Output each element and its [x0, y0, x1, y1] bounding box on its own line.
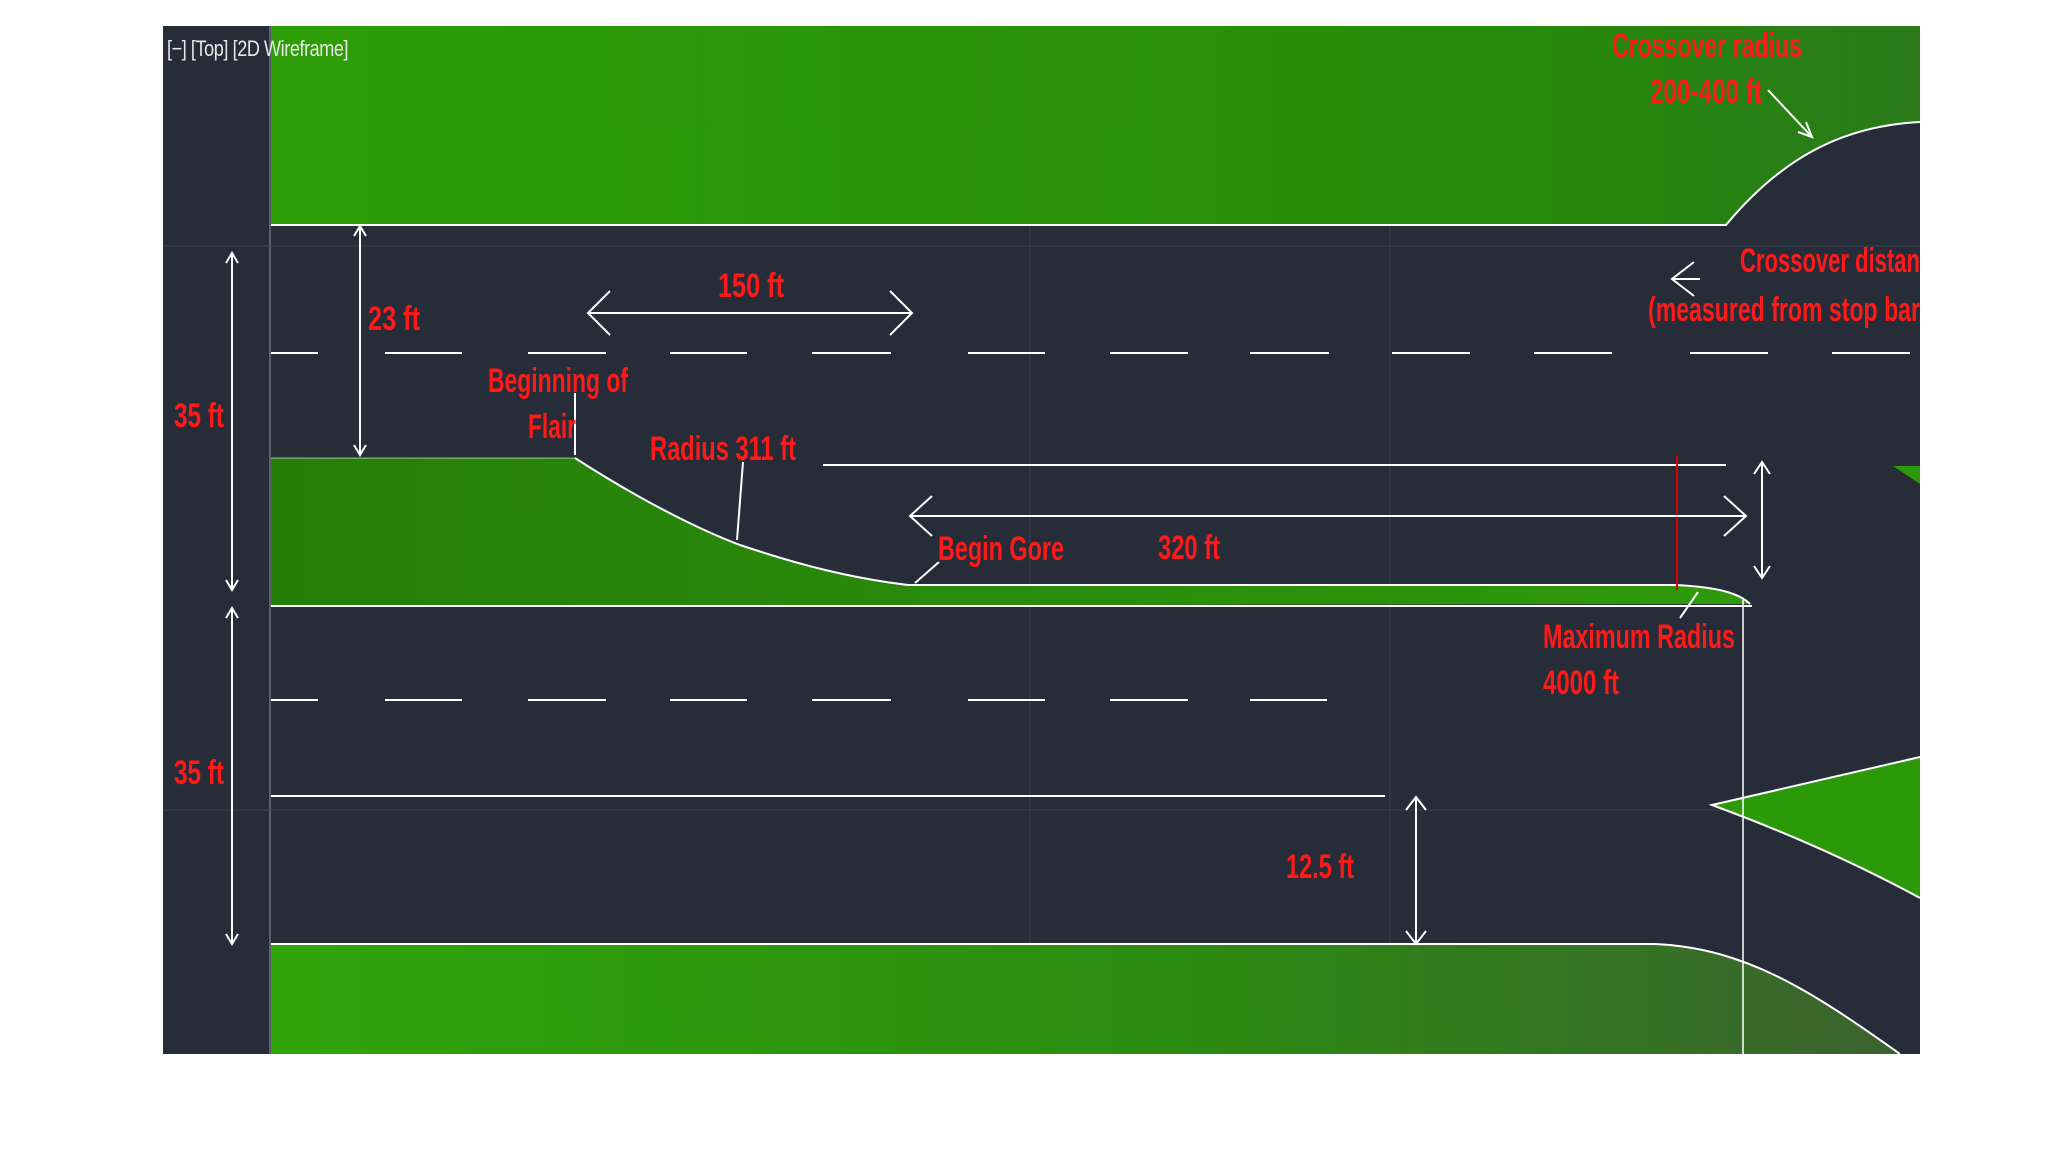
- grass-bottom-edge: [271, 943, 1901, 1055]
- dim-35-bottom-arrow: [225, 606, 239, 946]
- dim-150-arrow: [586, 290, 914, 336]
- dim-stop-vertical-arrow: [1753, 460, 1771, 580]
- label-max-radius-2: 4000 ft: [1543, 664, 1619, 702]
- label-dim-150: 150 ft: [718, 267, 784, 305]
- median-edge: [574, 457, 1751, 605]
- label-crossover-distance-2: (measured from stop bar: [1648, 291, 1920, 329]
- leader-max-radius: [1679, 591, 1699, 619]
- label-crossover-distance-1: Crossover distan: [1740, 242, 1920, 280]
- annotations: Crossover radius 200-400 ft Crossover di…: [174, 27, 1920, 886]
- label-crossover-radius-1: Crossover radius: [1612, 27, 1802, 65]
- label-crossover-radius-2: 200-400 ft: [1650, 73, 1762, 111]
- label-dim-23: 23 ft: [368, 300, 420, 338]
- label-dim-320: 320 ft: [1158, 529, 1220, 567]
- median-island: [271, 458, 1750, 606]
- dim-320-arrow: [908, 495, 1748, 537]
- label-dim-35-bottom: 35 ft: [174, 754, 224, 792]
- dimension-arrows: [225, 89, 1814, 946]
- leader-begin-gore: [914, 561, 940, 584]
- leader-crossover-radius-head: [1797, 121, 1814, 139]
- label-max-radius-1: Maximum Radius: [1543, 618, 1735, 656]
- grass-wedge-right: [1712, 757, 1920, 898]
- dim-12-5-arrow: [1405, 795, 1427, 946]
- label-dim-12-5: 12.5 ft: [1286, 848, 1354, 886]
- grass-wedge-right-edge: [1708, 756, 1921, 899]
- leader-radius-311: [736, 461, 744, 541]
- label-radius-311: Radius 311 ft: [650, 430, 796, 468]
- crossover-distance-arrow: [1670, 261, 1700, 297]
- dim-23-arrow: [353, 224, 367, 457]
- label-dim-35-top: 35 ft: [174, 397, 224, 435]
- grass-top: [271, 26, 1920, 225]
- label-begin-gore: Begin Gore: [938, 530, 1064, 568]
- dim-35-top-arrow: [225, 251, 239, 592]
- grass-top-edge: [271, 121, 1921, 226]
- grass-bottom: [271, 944, 1900, 1054]
- grass-wedge-right-top: [1893, 466, 1920, 484]
- label-beginning-of-2: Flair: [528, 408, 576, 446]
- viewport-control-label[interactable]: [−] [Top] [2D Wireframe]: [167, 36, 349, 61]
- label-beginning-of-1: Beginning of: [488, 362, 628, 400]
- leader-crossover-radius: [1767, 89, 1813, 138]
